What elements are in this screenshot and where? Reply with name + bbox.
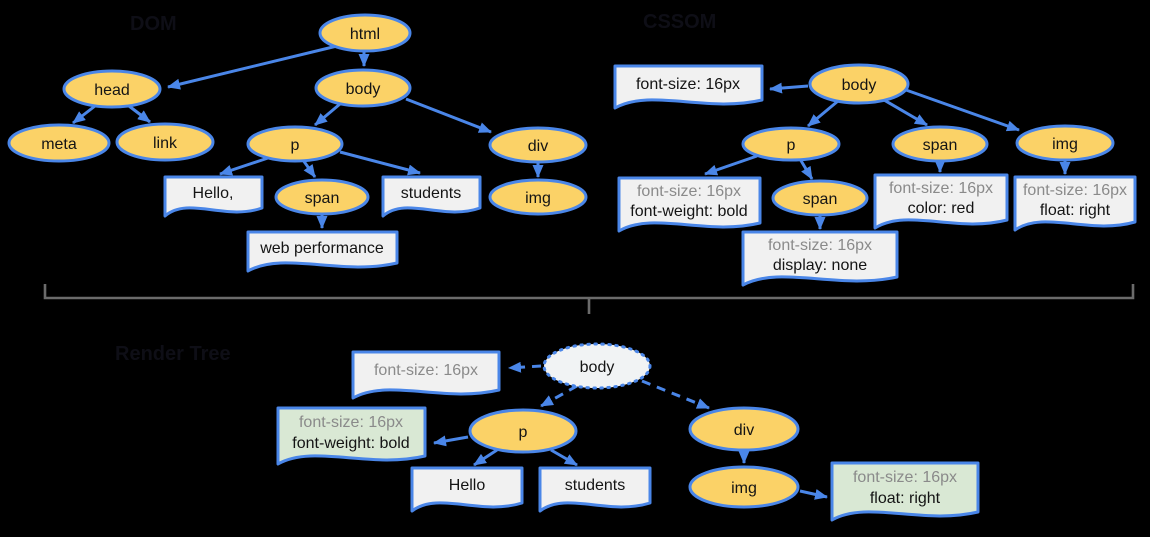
cssom-edge-p-span [798, 158, 814, 180]
dom-node-head [62, 69, 162, 109]
cssom-node-p-label: p [787, 137, 796, 154]
dom-edge-p-hello [219, 156, 269, 176]
cssom-edge-body-img [905, 88, 1020, 132]
dom-edge-p-span [301, 159, 317, 178]
dom-textbox-web-performance-label: web performance [259, 240, 384, 257]
cssom-style-p-line2: font-weight: bold [630, 203, 747, 220]
render-edge-p-style [433, 435, 469, 447]
dom-node-div-label: div [528, 138, 548, 155]
dom-edge-body-p [314, 102, 341, 127]
render-node-img-label: img [731, 480, 757, 497]
dom-node-link [115, 122, 215, 162]
dom-node-span-label: span [305, 190, 340, 207]
cssom-style-spanchild-line1: font-size: 16px [768, 237, 872, 254]
cssom-style-span-line2: color: red [908, 200, 975, 217]
render-textbox-hello-label: Hello [449, 477, 486, 494]
cssom-style-img-line2: float: right [1040, 202, 1111, 219]
cssom-style-body-line1: font-size: 16px [636, 76, 740, 93]
render-node-p [468, 408, 578, 454]
dom-textbox-hello-label: Hello, [193, 185, 234, 202]
cssom-node-img [1015, 124, 1115, 162]
cssom-edge-body-style [769, 82, 809, 94]
dom-edge-head-meta [72, 104, 96, 125]
render-textbox-hello [410, 466, 524, 513]
render-node-p-label: p [519, 424, 528, 441]
dom-node-p [246, 125, 344, 163]
render-edge-p-students [550, 448, 578, 467]
render-style-img-line2: float: right [870, 490, 941, 507]
dom-node-body [314, 68, 412, 108]
cssom-style-box-span-child [741, 230, 899, 287]
dom-node-meta-label: meta [41, 136, 77, 153]
render-edge-body-p [540, 384, 578, 408]
dom-node-img-label: img [525, 190, 551, 207]
render-textbox-students-label: students [565, 477, 625, 494]
cssom-section-title: CSSOM [643, 11, 716, 33]
dom-edge-body-div [405, 97, 492, 134]
render-style-body-line1: font-size: 16px [374, 362, 478, 379]
cssom-node-span-label: span [923, 137, 958, 154]
dom-node-div [488, 126, 588, 164]
dom-node-body-label: body [346, 81, 381, 98]
dom-edge-p-students [339, 150, 421, 176]
cssom-edge-body-span [883, 98, 928, 127]
cssom-style-span-line1: font-size: 16px [889, 180, 993, 197]
render-tree-section: Render Tree font-size: 16px font-size: 1… [115, 342, 980, 522]
cssom-style-spanchild-line2: display: none [773, 257, 867, 274]
dom-tree-section: DOM Hello, students web performance html… [7, 13, 588, 273]
cssom-edge-body-p [807, 99, 839, 128]
render-style-box-p [276, 406, 427, 466]
cssom-style-p-line1: font-size: 16px [637, 183, 741, 200]
dom-textbox-hello [163, 175, 264, 218]
dom-edge-head-link [128, 104, 151, 124]
dom-section-title: DOM [130, 13, 177, 35]
render-edge-p-hello [473, 448, 498, 467]
cssom-tree-section: CSSOM font-size: 16px font-size: 16px fo… [613, 11, 1137, 287]
dom-textbox-students [381, 175, 482, 218]
cssom-node-span-child [771, 179, 869, 217]
cssom-node-body [808, 63, 910, 105]
dom-node-html [318, 13, 412, 53]
render-section-title: Render Tree [115, 343, 231, 365]
cssom-style-box-body [613, 64, 764, 110]
cssom-node-p [741, 126, 841, 162]
dom-node-p-label: p [291, 137, 300, 154]
cssom-style-box-img [1013, 175, 1137, 232]
render-node-div-label: div [734, 422, 754, 439]
render-edge-body-style [508, 361, 542, 373]
render-style-p-line1: font-size: 16px [299, 414, 403, 431]
render-style-box-body [351, 350, 501, 400]
render-style-box-img [830, 461, 980, 522]
render-node-body [542, 342, 652, 390]
cssom-node-body-label: body [842, 77, 877, 94]
cssom-style-box-p [617, 176, 762, 233]
brace-line [43, 284, 1135, 300]
dom-textbox-web-performance [246, 230, 399, 273]
render-node-body-label: body [580, 359, 615, 376]
cssom-style-img-line1: font-size: 16px [1023, 182, 1127, 199]
dom-node-html-label: html [350, 26, 380, 43]
dom-node-meta [7, 123, 111, 163]
dom-node-span [274, 178, 370, 216]
cssom-node-span [891, 125, 989, 163]
cssom-node-img-label: img [1052, 136, 1078, 153]
render-edge-img-style [799, 489, 828, 500]
dom-textbox-students-label: students [401, 185, 461, 202]
render-node-img [688, 465, 800, 509]
render-edge-body-div [641, 379, 710, 410]
render-style-p-line2: font-weight: bold [292, 435, 409, 452]
cssom-style-box-span [873, 173, 1009, 230]
dom-node-link-label: link [153, 135, 178, 152]
render-node-div [688, 406, 800, 452]
dom-node-head-label: head [94, 82, 130, 99]
cssom-node-span-child-label: span [803, 191, 838, 208]
render-style-img-line1: font-size: 16px [853, 469, 957, 486]
dom-node-img [488, 178, 588, 216]
merge-brace [43, 284, 1135, 314]
render-textbox-students [538, 466, 652, 513]
dom-edge-html-head [167, 44, 338, 90]
cssom-edge-p-style [704, 154, 758, 176]
